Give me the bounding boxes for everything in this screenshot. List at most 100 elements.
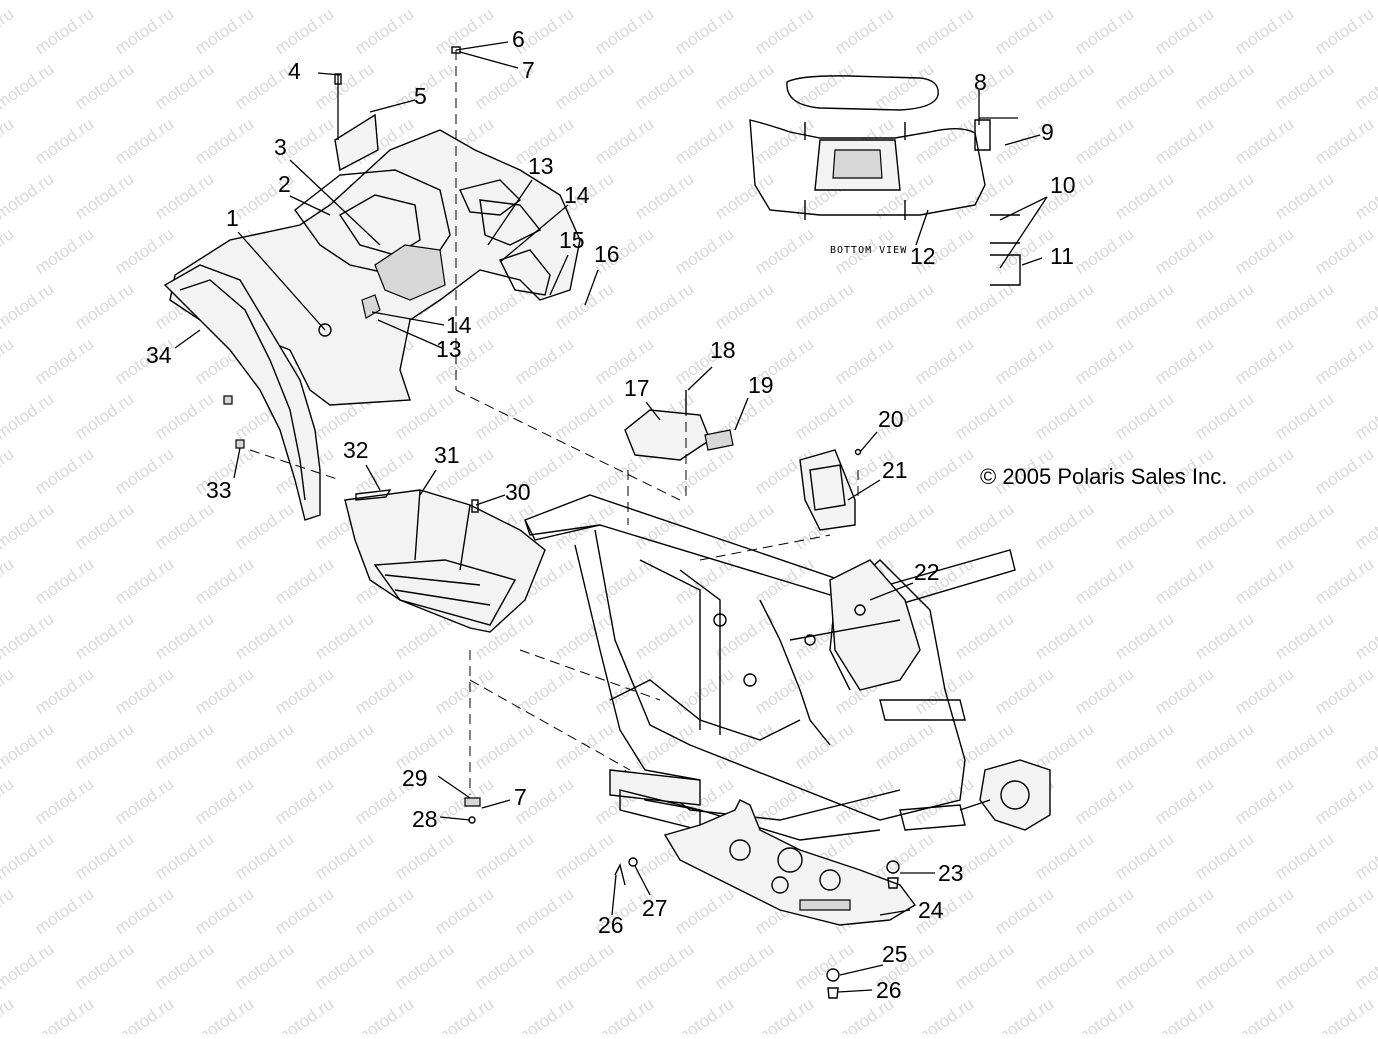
copyright-notice: © 2005 Polaris Sales Inc. [980, 464, 1227, 489]
watermark-text: motod.ru [1031, 0, 1097, 3]
watermark-text: motod.ru [911, 774, 977, 828]
watermark-text: motod.ru [1351, 609, 1378, 663]
watermark-text: motod.ru [71, 939, 137, 993]
watermark-text: motod.ru [231, 499, 297, 553]
watermark-text: motod.ru [511, 884, 577, 938]
callout-14-upper: 14 [564, 182, 590, 208]
watermark-text: motod.ru [951, 389, 1017, 443]
watermark-text: motod.ru [511, 334, 577, 388]
watermark-text: motod.ru [271, 664, 337, 718]
watermark-text: motod.ru [1151, 334, 1217, 388]
watermark-text: motod.ru [951, 609, 1017, 663]
watermark-text: motod.ru [791, 389, 857, 443]
watermark-text: motod.ru [71, 59, 137, 113]
watermark-text: motod.ru [111, 554, 177, 608]
watermark-text: motod.ru [1071, 114, 1137, 168]
watermark-text: motod.ru [0, 664, 17, 718]
watermark-text: motod.ru [591, 4, 657, 58]
watermark-text: motod.ru [711, 0, 777, 3]
watermark-text: motod.ru [311, 609, 377, 663]
callout-15: 15 [559, 227, 585, 253]
callout-7: 7 [522, 57, 535, 83]
callouts: 1 2 3 4 5 6 7 8 9 10 11 12 13 14 13 14 1… [146, 26, 1076, 1003]
callout-10: 10 [1050, 172, 1076, 198]
callout-26-left: 26 [598, 912, 624, 938]
watermark-text: motod.ru [1351, 939, 1378, 993]
callout-19: 19 [748, 372, 774, 398]
callout-8: 8 [974, 69, 987, 95]
watermark-text: motod.ru [71, 389, 137, 443]
watermark-text: motod.ru [231, 829, 297, 883]
watermark-text: motod.ru [31, 774, 97, 828]
watermark-text: motod.ru [431, 884, 497, 938]
watermark-text: motod.ru [311, 719, 377, 773]
watermark-text: motod.ru [1151, 554, 1217, 608]
watermark-text: motod.ru [1191, 609, 1257, 663]
watermark-text: motod.ru [1231, 554, 1297, 608]
watermark-text: motod.ru [1231, 224, 1297, 278]
rear-fender-assembly [163, 113, 581, 521]
watermark-text: motod.ru [871, 499, 937, 553]
watermark-text: motod.ru [231, 609, 297, 663]
watermark-text: motod.ru [151, 169, 217, 223]
watermark-text: motod.ru [111, 664, 177, 718]
watermark-text: motod.ru [0, 829, 57, 883]
watermark-text: motod.ru [0, 884, 17, 938]
watermark-text: motod.ru [1351, 719, 1378, 773]
watermark-text: motod.ru [791, 279, 857, 333]
watermark-text: motod.ru [0, 554, 17, 608]
watermark-text: motod.ru [351, 664, 417, 718]
watermark-text: motod.ru [1191, 719, 1257, 773]
watermark-text: motod.ru [471, 829, 537, 883]
watermark-text: motod.ru [391, 939, 457, 993]
watermark-text: motod.ru [0, 224, 17, 278]
watermark-text: motod.ru [1351, 279, 1378, 333]
watermark-text: motod.ru [231, 719, 297, 773]
callout-27: 27 [642, 895, 668, 921]
watermark-text: motod.ru [191, 554, 257, 608]
callout-25: 25 [882, 941, 908, 967]
watermark-text: motod.ru [871, 829, 937, 883]
callout-29: 29 [402, 765, 428, 791]
watermark-text: motod.ru [631, 0, 697, 3]
watermark-text: motod.ru [1151, 4, 1217, 58]
watermark-text: motod.ru [1071, 664, 1137, 718]
watermark-text: motod.ru [1191, 939, 1257, 993]
watermark-text: motod.ru [111, 994, 177, 1034]
watermark-text: motod.ru [151, 719, 217, 773]
watermark-text: motod.ru [711, 279, 777, 333]
watermark-text: motod.ru [991, 334, 1057, 388]
watermark-text: motod.ru [71, 829, 137, 883]
callout-2: 2 [278, 171, 291, 197]
watermark-text: motod.ru [671, 884, 737, 938]
watermark-text: motod.ru [1271, 609, 1337, 663]
watermark-text: motod.ru [71, 0, 137, 3]
watermark-text: motod.ru [1351, 389, 1378, 443]
watermark-text: motod.ru [71, 169, 137, 223]
watermark-text: motod.ru [711, 169, 777, 223]
watermark-text: motod.ru [991, 664, 1057, 718]
watermark-text: motod.ru [751, 994, 817, 1034]
watermark-text: motod.ru [871, 279, 937, 333]
watermark-text: motod.ru [551, 59, 617, 113]
watermark-text: motod.ru [1111, 59, 1177, 113]
watermark-text: motod.ru [551, 389, 617, 443]
watermark-text: motod.ru [1151, 224, 1217, 278]
watermark-text: motod.ru [151, 59, 217, 113]
callout-3: 3 [274, 134, 287, 160]
watermark-text: motod.ru [231, 939, 297, 993]
watermark-text: motod.ru [871, 719, 937, 773]
watermark-text: motod.ru [1271, 719, 1337, 773]
callout-13-upper: 13 [528, 153, 554, 179]
watermark-text: motod.ru [1351, 499, 1378, 553]
watermark-text: motod.ru [271, 994, 337, 1034]
watermark-text: motod.ru [0, 114, 17, 168]
watermark-text: motod.ru [0, 499, 57, 553]
watermark-text: motod.ru [1151, 774, 1217, 828]
watermark-text: motod.ru [351, 994, 417, 1034]
watermark-text: motod.ru [1151, 664, 1217, 718]
callout-7-lower: 7 [514, 784, 527, 810]
watermark-text: motod.ru [991, 994, 1057, 1034]
watermark-text: motod.ru [111, 774, 177, 828]
